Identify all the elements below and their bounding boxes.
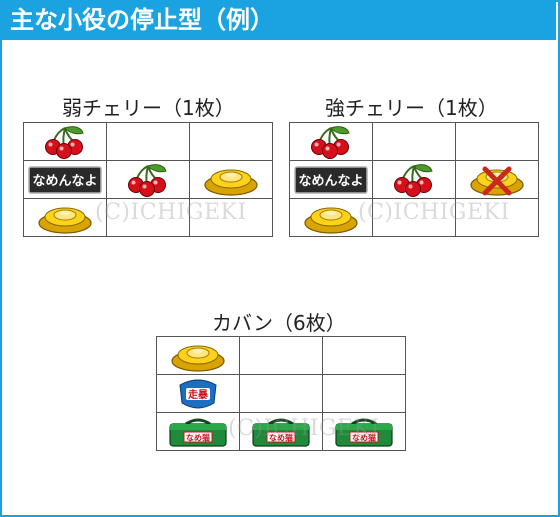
reel-grid-weak-cherry: なめんなよ <box>23 122 273 237</box>
reel-cell <box>239 374 323 413</box>
reel-cell: 走暴 <box>156 374 240 413</box>
cherry-icon <box>24 125 106 159</box>
bag-icon: なめ猫 <box>157 416 239 448</box>
reel-grid-bag: 走暴なめ猫 なめ猫 なめ猫 <box>156 336 406 451</box>
bag-icon: なめ猫 <box>240 416 322 448</box>
svg-text:なめ猫: なめ猫 <box>269 432 293 442</box>
reel-cell <box>23 198 107 237</box>
reel-cell <box>289 122 373 161</box>
svg-text:なめんなよ: なめんなよ <box>32 174 97 189</box>
reel-cell: なめんなよ <box>23 160 107 199</box>
reel-cell <box>372 198 456 237</box>
reel-cell <box>455 198 539 237</box>
reel-row: なめんなよ <box>289 160 539 199</box>
crossed-bell-icon <box>456 163 538 197</box>
reel-row <box>156 336 406 375</box>
reel-cell: なめ猫 <box>156 412 240 451</box>
reel-cell <box>106 198 190 237</box>
reel-cell <box>106 160 190 199</box>
reel-cell <box>189 160 273 199</box>
svg-text:なめんなよ: なめんなよ <box>298 174 363 189</box>
bell-icon <box>290 201 372 235</box>
section-title-strong-cherry: 強チェリー（1枚） <box>325 96 498 120</box>
badge-icon: 走暴 <box>157 377 239 411</box>
bell-icon <box>157 339 239 373</box>
bell-icon <box>24 201 106 235</box>
namennayo-icon: なめんなよ <box>290 165 372 194</box>
namennayo-icon: なめんなよ <box>24 165 106 194</box>
section-title-bag: カバン（6枚） <box>212 311 346 335</box>
cherry-icon <box>107 163 189 197</box>
reel-cell <box>322 336 406 375</box>
svg-text:走暴: 走暴 <box>187 388 209 401</box>
reel-row: 走暴 <box>156 374 406 413</box>
reel-cell <box>322 374 406 413</box>
cherry-icon <box>290 125 372 159</box>
reel-cell <box>189 122 273 161</box>
reel-cell <box>289 198 373 237</box>
reel-cell: なめ猫 <box>322 412 406 451</box>
reel-cell <box>239 336 323 375</box>
cherry-icon <box>373 163 455 197</box>
svg-text:なめ猫: なめ猫 <box>186 432 210 442</box>
reel-row <box>289 198 539 237</box>
section-title-weak-cherry: 弱チェリー（1枚） <box>62 96 235 120</box>
reel-cell <box>156 336 240 375</box>
reel-cell: なめ猫 <box>239 412 323 451</box>
bell-icon <box>190 163 272 197</box>
svg-text:なめ猫: なめ猫 <box>352 432 376 442</box>
reel-cell <box>189 198 273 237</box>
reel-cell: なめんなよ <box>289 160 373 199</box>
reel-row: なめ猫 なめ猫 なめ猫 <box>156 412 406 451</box>
reel-row <box>23 198 273 237</box>
reel-cell <box>372 160 456 199</box>
bag-icon: なめ猫 <box>323 416 405 448</box>
reel-row: なめんなよ <box>23 160 273 199</box>
reel-cell <box>23 122 107 161</box>
reel-row <box>289 122 539 161</box>
page-title: 主な小役の停止型（例） <box>0 0 556 40</box>
reel-cell <box>455 122 539 161</box>
reel-row <box>23 122 273 161</box>
reel-cell <box>455 160 539 199</box>
reel-grid-strong-cherry: なめんなよ <box>289 122 539 237</box>
reel-cell <box>106 122 190 161</box>
reel-cell <box>372 122 456 161</box>
